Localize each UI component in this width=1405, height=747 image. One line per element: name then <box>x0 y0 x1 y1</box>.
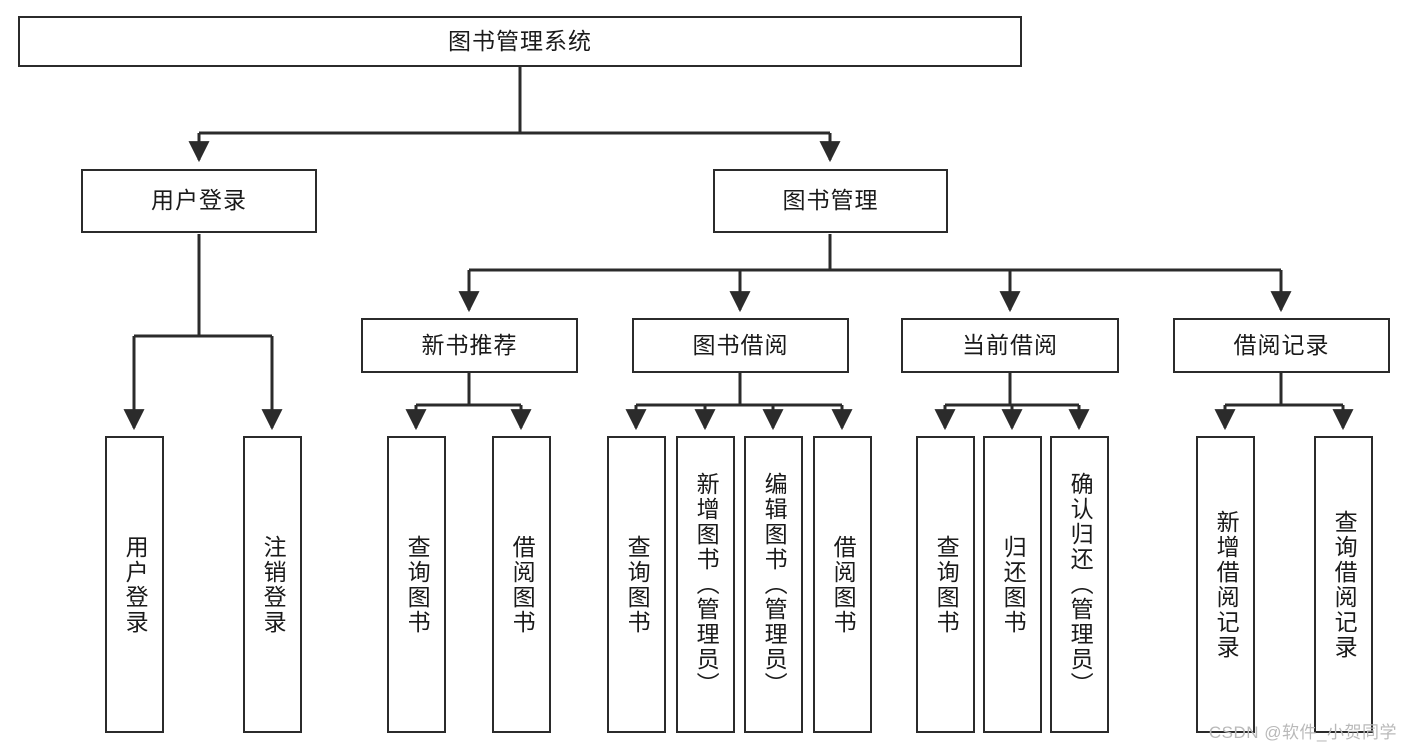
node-leaf-return-book[interactable]: 归还图书 <box>983 436 1042 733</box>
node-label: 用户登录 <box>122 534 149 635</box>
node-leaf-query-borrow-record[interactable]: 查询借阅记录 <box>1314 436 1373 733</box>
node-leaf-edit-book-admin[interactable]: 编辑图书（管理员） <box>744 436 803 733</box>
node-label: 新增借阅记录 <box>1213 509 1240 660</box>
node-leaf-confirm-return-admin[interactable]: 确认归还（管理员） <box>1050 436 1109 733</box>
node-leaf-user-login[interactable]: 用户登录 <box>105 436 164 733</box>
node-label: 图书管理 <box>782 187 879 214</box>
node-leaf-query-book-recommendation[interactable]: 查询图书 <box>387 436 446 733</box>
node-leaf-user-logout[interactable]: 注销登录 <box>243 436 302 733</box>
node-current-borrowing[interactable]: 当前借阅 <box>901 318 1119 373</box>
node-leaf-borrow-book-recommendation[interactable]: 借阅图书 <box>492 436 551 733</box>
node-label: 用户登录 <box>151 187 247 214</box>
node-leaf-query-book-current[interactable]: 查询图书 <box>916 436 975 733</box>
node-label: 借阅记录 <box>1233 331 1330 358</box>
node-leaf-add-book-admin[interactable]: 新增图书（管理员） <box>676 436 735 733</box>
node-label: 借阅图书 <box>509 534 536 635</box>
node-user-login[interactable]: 用户登录 <box>81 169 317 233</box>
node-label: 查询借阅记录 <box>1331 509 1358 660</box>
node-label: 新增图书（管理员） <box>693 472 720 697</box>
node-label: 归还图书 <box>1000 534 1027 635</box>
node-label: 新书推荐 <box>421 331 518 358</box>
node-borrowing-records[interactable]: 借阅记录 <box>1173 318 1390 373</box>
node-leaf-query-book-borrow[interactable]: 查询图书 <box>607 436 666 733</box>
node-leaf-borrow-book[interactable]: 借阅图书 <box>813 436 872 733</box>
node-label: 查询图书 <box>624 534 651 635</box>
node-root-book-management-system[interactable]: 图书管理系统 <box>18 16 1022 67</box>
node-leaf-add-borrow-record[interactable]: 新增借阅记录 <box>1196 436 1255 733</box>
node-new-book-recommendation[interactable]: 新书推荐 <box>361 318 578 373</box>
node-book-management[interactable]: 图书管理 <box>713 169 948 233</box>
node-label: 当前借阅 <box>962 331 1058 358</box>
node-label: 注销登录 <box>260 534 287 635</box>
node-label: 图书管理系统 <box>448 27 592 54</box>
node-book-borrowing[interactable]: 图书借阅 <box>632 318 849 373</box>
node-label: 查询图书 <box>933 534 960 635</box>
node-label: 借阅图书 <box>830 534 857 635</box>
node-label: 图书借阅 <box>692 331 789 358</box>
node-label: 确认归还（管理员） <box>1067 472 1094 697</box>
node-label: 编辑图书（管理员） <box>761 472 788 697</box>
node-label: 查询图书 <box>404 534 431 635</box>
watermark: CSDN @软件_小贺同学 <box>1208 723 1397 742</box>
